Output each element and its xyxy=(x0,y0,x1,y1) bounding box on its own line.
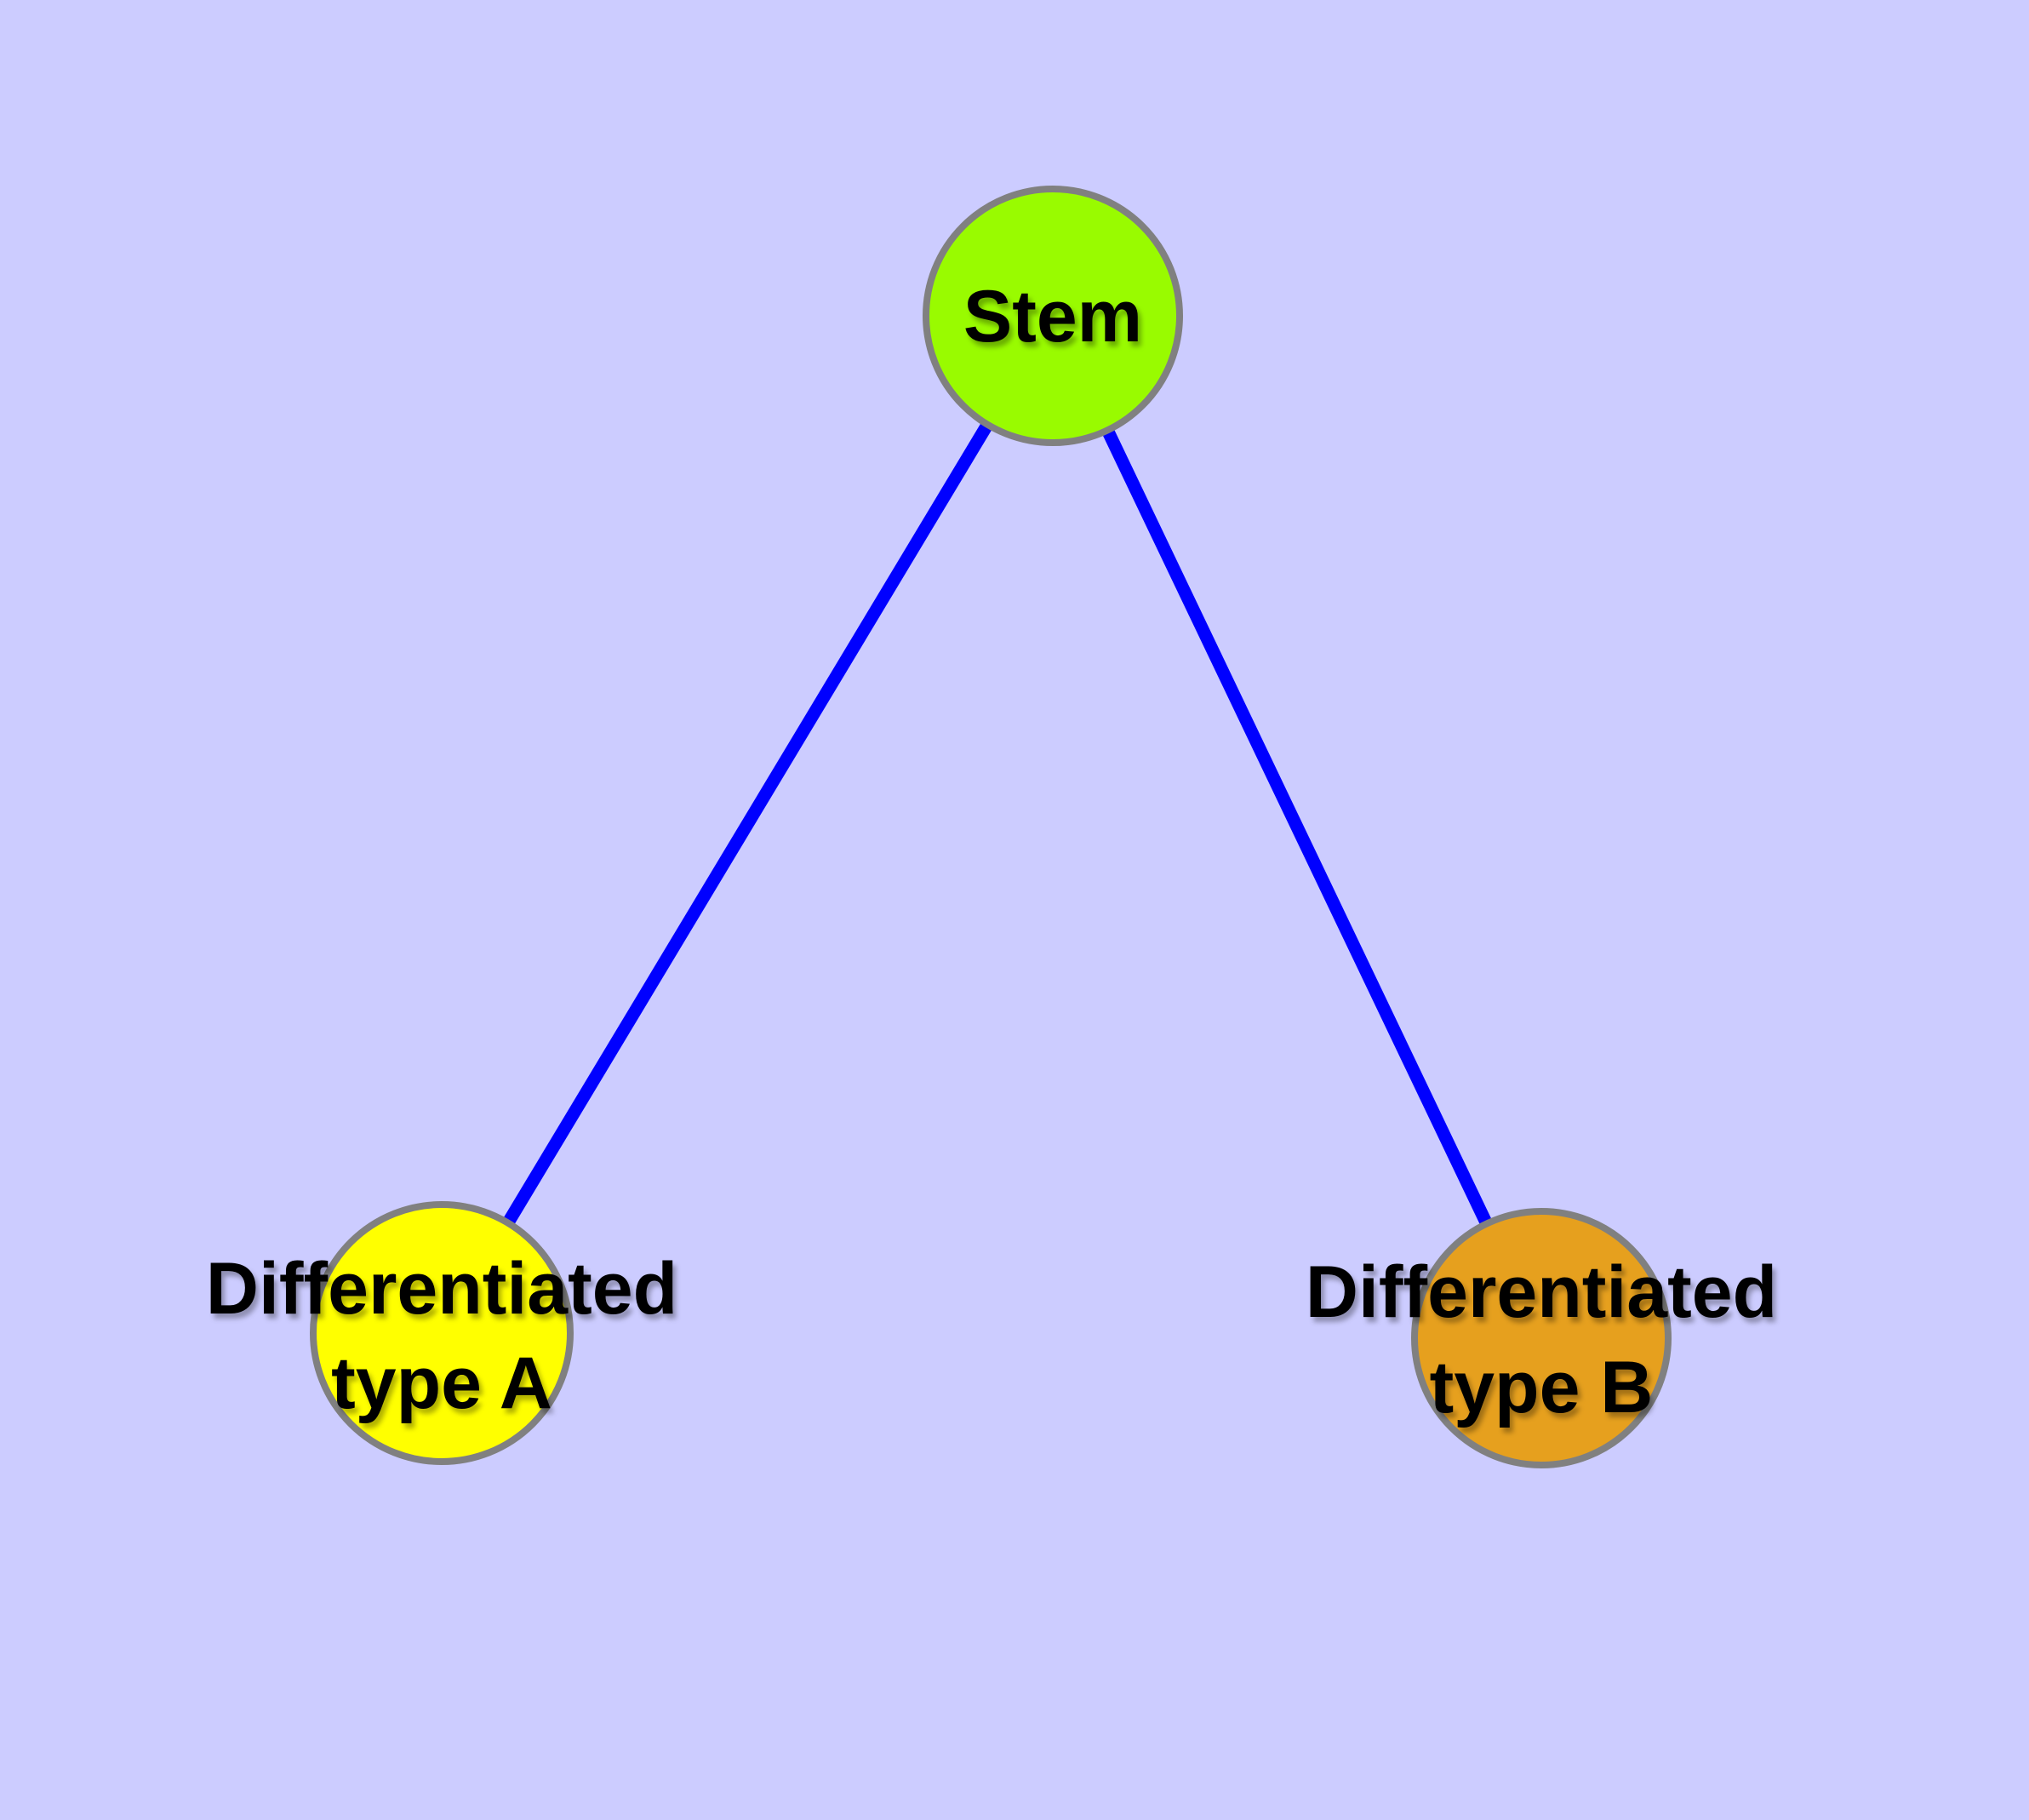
node-differentiated-type-b-label-line2: type B xyxy=(1430,1347,1654,1428)
node-differentiated-type-a-circle xyxy=(310,1201,574,1465)
node-stem-circle xyxy=(923,186,1183,446)
node-differentiated-type-b-circle xyxy=(1411,1208,1672,1468)
node-differentiated-type-a-label-line1: Differentiated xyxy=(206,1248,677,1330)
edge-stem-to-type-a xyxy=(436,312,1059,1336)
node-stem-label: Stem xyxy=(963,276,1142,358)
edge-stem-to-type-b xyxy=(1047,312,1547,1342)
node-differentiated-type-a-label-line2: type A xyxy=(331,1342,552,1424)
node-differentiated-type-b-label-line1: Differentiated xyxy=(1306,1251,1777,1333)
